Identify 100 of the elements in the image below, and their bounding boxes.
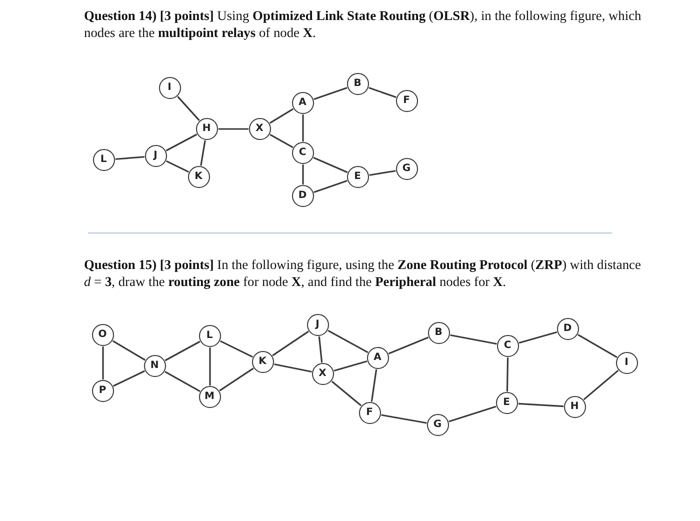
graph-node [564, 396, 586, 418]
node-label: F [366, 407, 373, 418]
link-line [218, 128, 248, 130]
node-label: N [150, 360, 159, 371]
graph-node [396, 90, 418, 112]
graph-node [396, 158, 418, 180]
node-label: K [258, 356, 266, 367]
graph-node [496, 392, 518, 414]
node-label: I [168, 82, 172, 93]
node-label: F [403, 95, 410, 106]
graph-node [496, 334, 518, 356]
node-label: X [256, 123, 264, 134]
node-label: B [354, 78, 362, 89]
link-line [274, 363, 312, 373]
link-line [302, 164, 304, 184]
link-line [314, 180, 348, 193]
graph-node [366, 346, 388, 368]
node-label: L [100, 154, 107, 165]
link-line [518, 402, 564, 408]
link-line [448, 406, 496, 422]
link-line [219, 368, 254, 392]
node-label: C [298, 147, 306, 158]
graph-node [92, 324, 114, 346]
link-line [518, 331, 558, 344]
graph-node [188, 166, 210, 188]
node-label: G [402, 163, 411, 174]
link-line [112, 340, 146, 361]
link-line [164, 340, 200, 362]
link-line [200, 140, 206, 166]
link-line [334, 360, 368, 372]
node-label: K [194, 171, 202, 182]
link-line [583, 370, 619, 400]
graph-node [92, 380, 114, 402]
graph-node [312, 362, 334, 384]
node-label: B [434, 327, 442, 338]
graph-node [292, 92, 314, 114]
node-label: I [624, 357, 628, 368]
link-line [331, 380, 362, 406]
link-line [388, 336, 429, 354]
link-line [450, 334, 497, 345]
graph-node [292, 184, 314, 206]
node-label: D [298, 190, 307, 201]
graph-node [198, 386, 220, 408]
link-line [370, 369, 378, 402]
graph-node [426, 414, 448, 436]
graph-node [616, 352, 638, 374]
link-line [115, 156, 145, 160]
node-label: J [316, 319, 320, 330]
graph-node [358, 402, 380, 424]
link-line [302, 114, 304, 142]
link-line [318, 336, 323, 363]
link-line [166, 134, 198, 152]
graph-node [292, 142, 314, 164]
graph-node [158, 76, 180, 98]
link-line [578, 334, 618, 358]
node-label: P [98, 385, 106, 396]
link-line [272, 330, 309, 356]
link-line [314, 87, 348, 100]
graph-node [346, 166, 368, 188]
link-line [102, 346, 104, 380]
node-label: A [298, 97, 306, 108]
graph-node [196, 118, 218, 140]
node-label: H [202, 123, 211, 134]
link-line [166, 160, 190, 173]
node-label: L [206, 330, 213, 341]
node-label: J [154, 150, 158, 161]
question-text: Question 15) [3 points] In the following figure, using the Zone Routing Protocol (ZRP) with distance d = 3, draw the routing zone for node X, and find the Peripheral nodes for X. [84, 256, 642, 290]
question-text: Question 14) [3 points] Using Optimized Link State Routing (OLSR), in the following figure, which nodes are the multipoint relays of node X. [84, 7, 642, 41]
node-label: D [563, 323, 572, 334]
link-line [328, 330, 368, 354]
link-line [164, 370, 200, 392]
link-line [209, 348, 211, 386]
node-label: E [354, 171, 361, 182]
graph-node [346, 72, 368, 94]
node-label: C [504, 340, 512, 351]
graph-node [248, 118, 270, 140]
link-line [177, 96, 200, 121]
node-label: A [374, 352, 382, 363]
graph-node [92, 148, 114, 170]
graph-node [306, 314, 328, 336]
link-line [506, 357, 509, 392]
node-label: H [570, 401, 579, 412]
link-line [368, 87, 396, 98]
node-label: X [318, 368, 326, 379]
link-line [220, 340, 254, 358]
graph-node [252, 350, 274, 372]
graph-node [144, 354, 166, 376]
graph-node [428, 322, 450, 344]
graph-node [198, 324, 220, 346]
graph-node [144, 144, 166, 166]
graph-node [556, 318, 578, 340]
link-line [369, 170, 396, 176]
node-label: M [204, 391, 214, 402]
link-line [113, 370, 145, 387]
link-line [381, 414, 427, 424]
link-line [270, 134, 294, 148]
link-line [269, 108, 294, 124]
link-line [313, 156, 348, 174]
node-label: O [98, 329, 107, 340]
node-label: E [503, 397, 510, 408]
